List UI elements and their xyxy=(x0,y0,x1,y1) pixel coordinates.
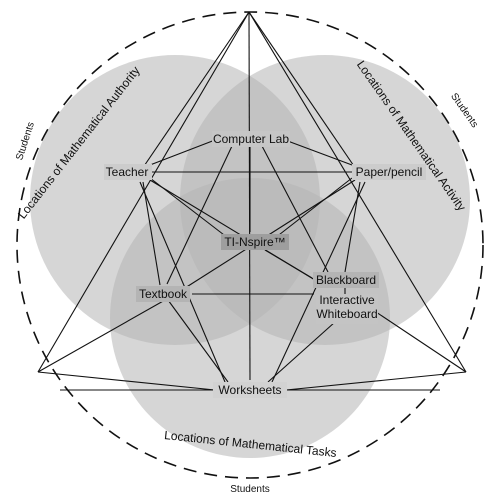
node-paper-pencil: Paper/pencil xyxy=(352,164,426,180)
edge-teacher-textbook xyxy=(142,181,161,286)
node-label-line: Whiteboard xyxy=(316,307,377,321)
edge-right-corner-worksheets xyxy=(285,371,467,391)
edge-computerlab-textbook xyxy=(166,145,233,285)
node-blackboard: Blackboard xyxy=(313,272,379,288)
node-label-line: Interactive xyxy=(319,293,375,307)
node-label-blackboard: Blackboard xyxy=(316,273,376,287)
node-label-teacher: Teacher xyxy=(106,165,149,179)
edge-teacher-computerlab xyxy=(149,139,216,166)
students-boundary xyxy=(16,11,484,479)
edge-apex-paper xyxy=(248,11,359,173)
edge-textbook-worksheets xyxy=(167,299,229,383)
node-ti-nspire: TI-Nspire™ xyxy=(221,234,289,250)
node-label-ti-nspire: TI-Nspire™ xyxy=(224,235,285,249)
nodes: Computer Lab Teacher Paper/pencil TI-Nsp… xyxy=(104,131,426,398)
edge-teacher-worksheets xyxy=(139,181,226,383)
edge-right-corner-whiteboard xyxy=(369,307,467,373)
node-label-textbook: Textbook xyxy=(139,287,188,301)
node-teacher: Teacher xyxy=(104,164,152,180)
network-edges xyxy=(37,11,467,391)
edge-computerlab-blackboard xyxy=(261,145,329,273)
node-textbook: Textbook xyxy=(136,286,190,302)
edge-apex-left-corner xyxy=(37,11,250,373)
edge-left-corner-worksheets xyxy=(37,371,216,391)
edge-left-corner-textbook xyxy=(37,299,166,373)
edge-whiteboard-worksheets xyxy=(267,321,336,383)
node-label-worksheets: Worksheets xyxy=(218,383,281,397)
edge-apex-teacher xyxy=(139,11,250,173)
label-students-bottom: Students xyxy=(230,484,269,495)
edge-paper-tinspire xyxy=(274,177,353,239)
node-label-paper-pencil: Paper/pencil xyxy=(356,165,423,179)
edge-paper-computerlab xyxy=(284,139,353,166)
node-worksheets: Worksheets xyxy=(213,382,287,398)
edge-tinspire-blackboard xyxy=(264,249,313,279)
node-computer-lab: Computer Lab xyxy=(212,131,290,147)
edge-apex-right-corner xyxy=(248,11,467,373)
node-label-computer-lab: Computer Lab xyxy=(213,132,289,146)
